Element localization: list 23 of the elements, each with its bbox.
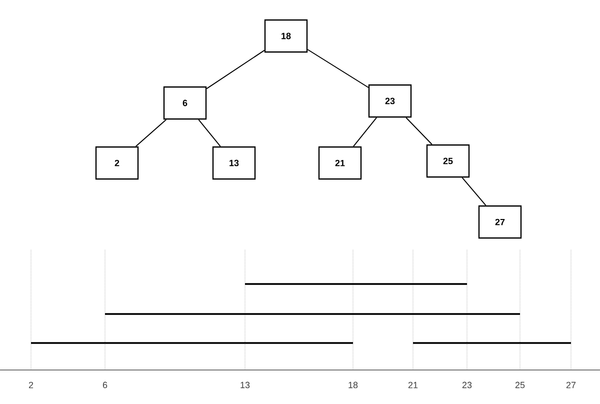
tick-label: 2 [28, 382, 34, 388]
tick-label: 18 [348, 382, 358, 388]
tree-edge [206, 50, 265, 90]
tick-label: 23 [462, 382, 472, 388]
tree-edge [352, 117, 378, 147]
tick-label: 27 [566, 382, 576, 388]
tree-node-box: 27 [478, 205, 522, 239]
tree-node-box: 13 [212, 146, 256, 180]
tree-edge [135, 119, 167, 147]
tree-edge [307, 49, 369, 88]
tree-edge [198, 119, 221, 147]
tree-node-box: 23 [368, 84, 412, 118]
tree-node-box: 21 [318, 146, 362, 180]
tree-node-box: 6 [163, 86, 207, 120]
tick-label: 13 [240, 382, 250, 388]
tree-edge [406, 117, 432, 145]
tree-node-box: 18 [264, 19, 308, 53]
tick-label: 25 [515, 382, 525, 388]
tick-label: 21 [408, 382, 418, 388]
tree-edge [462, 177, 486, 206]
tick-label: 6 [102, 382, 108, 388]
tree-node-box: 2 [95, 146, 139, 180]
tree-node-box: 25 [426, 144, 470, 178]
